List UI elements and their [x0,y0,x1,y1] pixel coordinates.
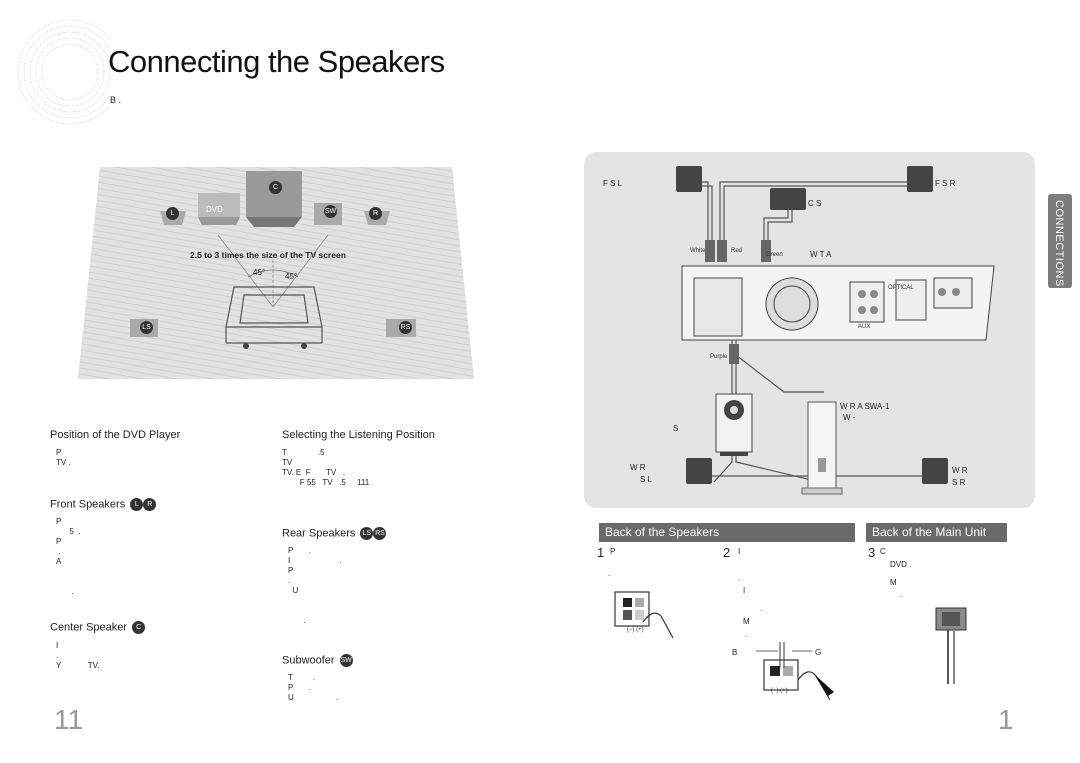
front-left-speaker-icon [676,166,702,192]
rear-speakers-title: Rear Speakers [282,527,356,540]
center-speaker-shape [246,171,302,227]
step-2-e: . [745,630,748,639]
center-speaker-icon [770,188,806,210]
wire-green-label: Green [766,252,783,258]
distance-caption: 2.5 to 3 times the size of the TV screen [190,250,346,260]
rear-right-badge: RS [399,321,412,334]
subwoofer-title: Subwoofer [282,654,335,667]
wiring-diagram [676,166,995,495]
step-1-note: . [608,569,611,578]
page-number-right: 1 [998,704,1014,735]
step-3-b: DVD . [890,560,912,569]
step-1-text: P [610,547,616,556]
step-3-text: C [880,547,886,556]
step-2-a: . [738,573,741,582]
terminal-illustration-1 [614,591,674,639]
step-2-grey-label: G [815,648,822,657]
step-2-number: 2 [723,545,731,560]
step-2-c: . [760,604,763,613]
page-number-left: 11 [54,704,84,735]
center-speaker-label: C S [808,199,822,208]
sw-badge: SW [339,654,353,667]
wire-red-label: Red [731,248,743,254]
front-left-label: F S L [603,179,623,188]
aux-label: AUX [858,324,871,330]
subwoofer-badge: SW [324,205,337,218]
rear-speakers-body: P . I . P . U . [288,546,342,625]
center-speaker-badge: C [269,181,282,194]
dvd-player-heading: Position of the DVD Player [50,429,181,441]
rear-amp-sub-label: W - [843,413,856,422]
dvd-player-body: P TV . [56,448,71,467]
front-right-label: F S R [935,179,956,188]
front-speakers-title: Front Speakers [50,498,126,511]
center-speaker-body: I . Y TV. [56,641,100,670]
center-speaker-title: Center Speaker [50,621,128,634]
sofa-shape [225,286,323,344]
dvd-player-shape [198,193,240,225]
step-2-d: M [743,617,750,626]
rear-left-badge: LS [140,321,153,334]
step-1-number: 1 [597,545,605,560]
step-3-number: 3 [868,545,876,560]
back-of-main-unit-bar: Back of the Main Unit [866,523,1007,542]
wire-white-label: White [690,248,706,254]
listening-heading: Selecting the Listening Position [282,429,435,441]
connector-illustration [935,607,967,684]
side-tab-label: CONNECTIONS [1053,200,1065,287]
rear-amp-label: W R A SWA-1 [840,402,890,411]
wta-label: W T A [810,250,832,259]
polarity-label-2: (−) (+) [771,688,788,694]
connections-side-tab: CONNECTIONS [1048,194,1072,288]
step-3-d: . [900,590,903,599]
c-badge: C [132,621,146,634]
angle-right-label: 45° [285,272,298,281]
front-right-badge: R [369,207,382,220]
rear-left-label-2: S L [640,475,653,484]
angle-left-label: 45° [253,268,266,277]
subwoofer-body: T . P . U . [288,673,339,702]
subwoofer-label: S [673,424,679,433]
step-2-text: I [738,547,741,556]
page-title: Connecting the Speakers [108,44,445,79]
step-2-b: I [743,586,746,595]
back-of-speakers-bar: Back of the Speakers [599,523,855,542]
rear-left-speaker-icon [686,458,712,484]
rear-right-label-2: S R [952,478,966,487]
center-speaker-heading: Center Speaker C [50,621,146,634]
optical-label: OPTICAL [888,285,914,291]
step-2-black-label: B [732,648,738,657]
dvd-label: DVD [206,205,223,214]
wireless-receiver-amp-icon [801,401,843,495]
front-speakers-body: P 5 . P . A . [56,517,81,596]
rear-right-speaker-icon [922,458,948,484]
subwoofer-heading: Subwoofer SW [282,654,353,667]
front-left-badge: L [166,207,179,220]
listening-body: T .5 TV TV. E F TV . F 55 TV .5 111 [282,448,370,487]
terminal-illustration-2 [756,642,834,701]
page-subtitle: B . [110,95,122,105]
rear-right-label-1: W R [952,466,968,475]
main-unit-rear [681,265,995,341]
step-3-c: M [890,578,897,587]
speaker-placement-diagram [78,167,474,379]
subwoofer-icon [715,393,753,456]
l-badge: L [130,498,144,511]
r-badge: R [143,498,157,511]
wire-purple-label: Purple [710,354,728,360]
rs-badge: RS [373,527,387,540]
decorative-ring [17,19,110,125]
rear-left-label-1: W R [630,463,646,472]
front-right-speaker-icon [907,166,933,192]
polarity-label-1: (−) (+) [627,627,644,633]
ls-badge: LS [360,527,374,540]
